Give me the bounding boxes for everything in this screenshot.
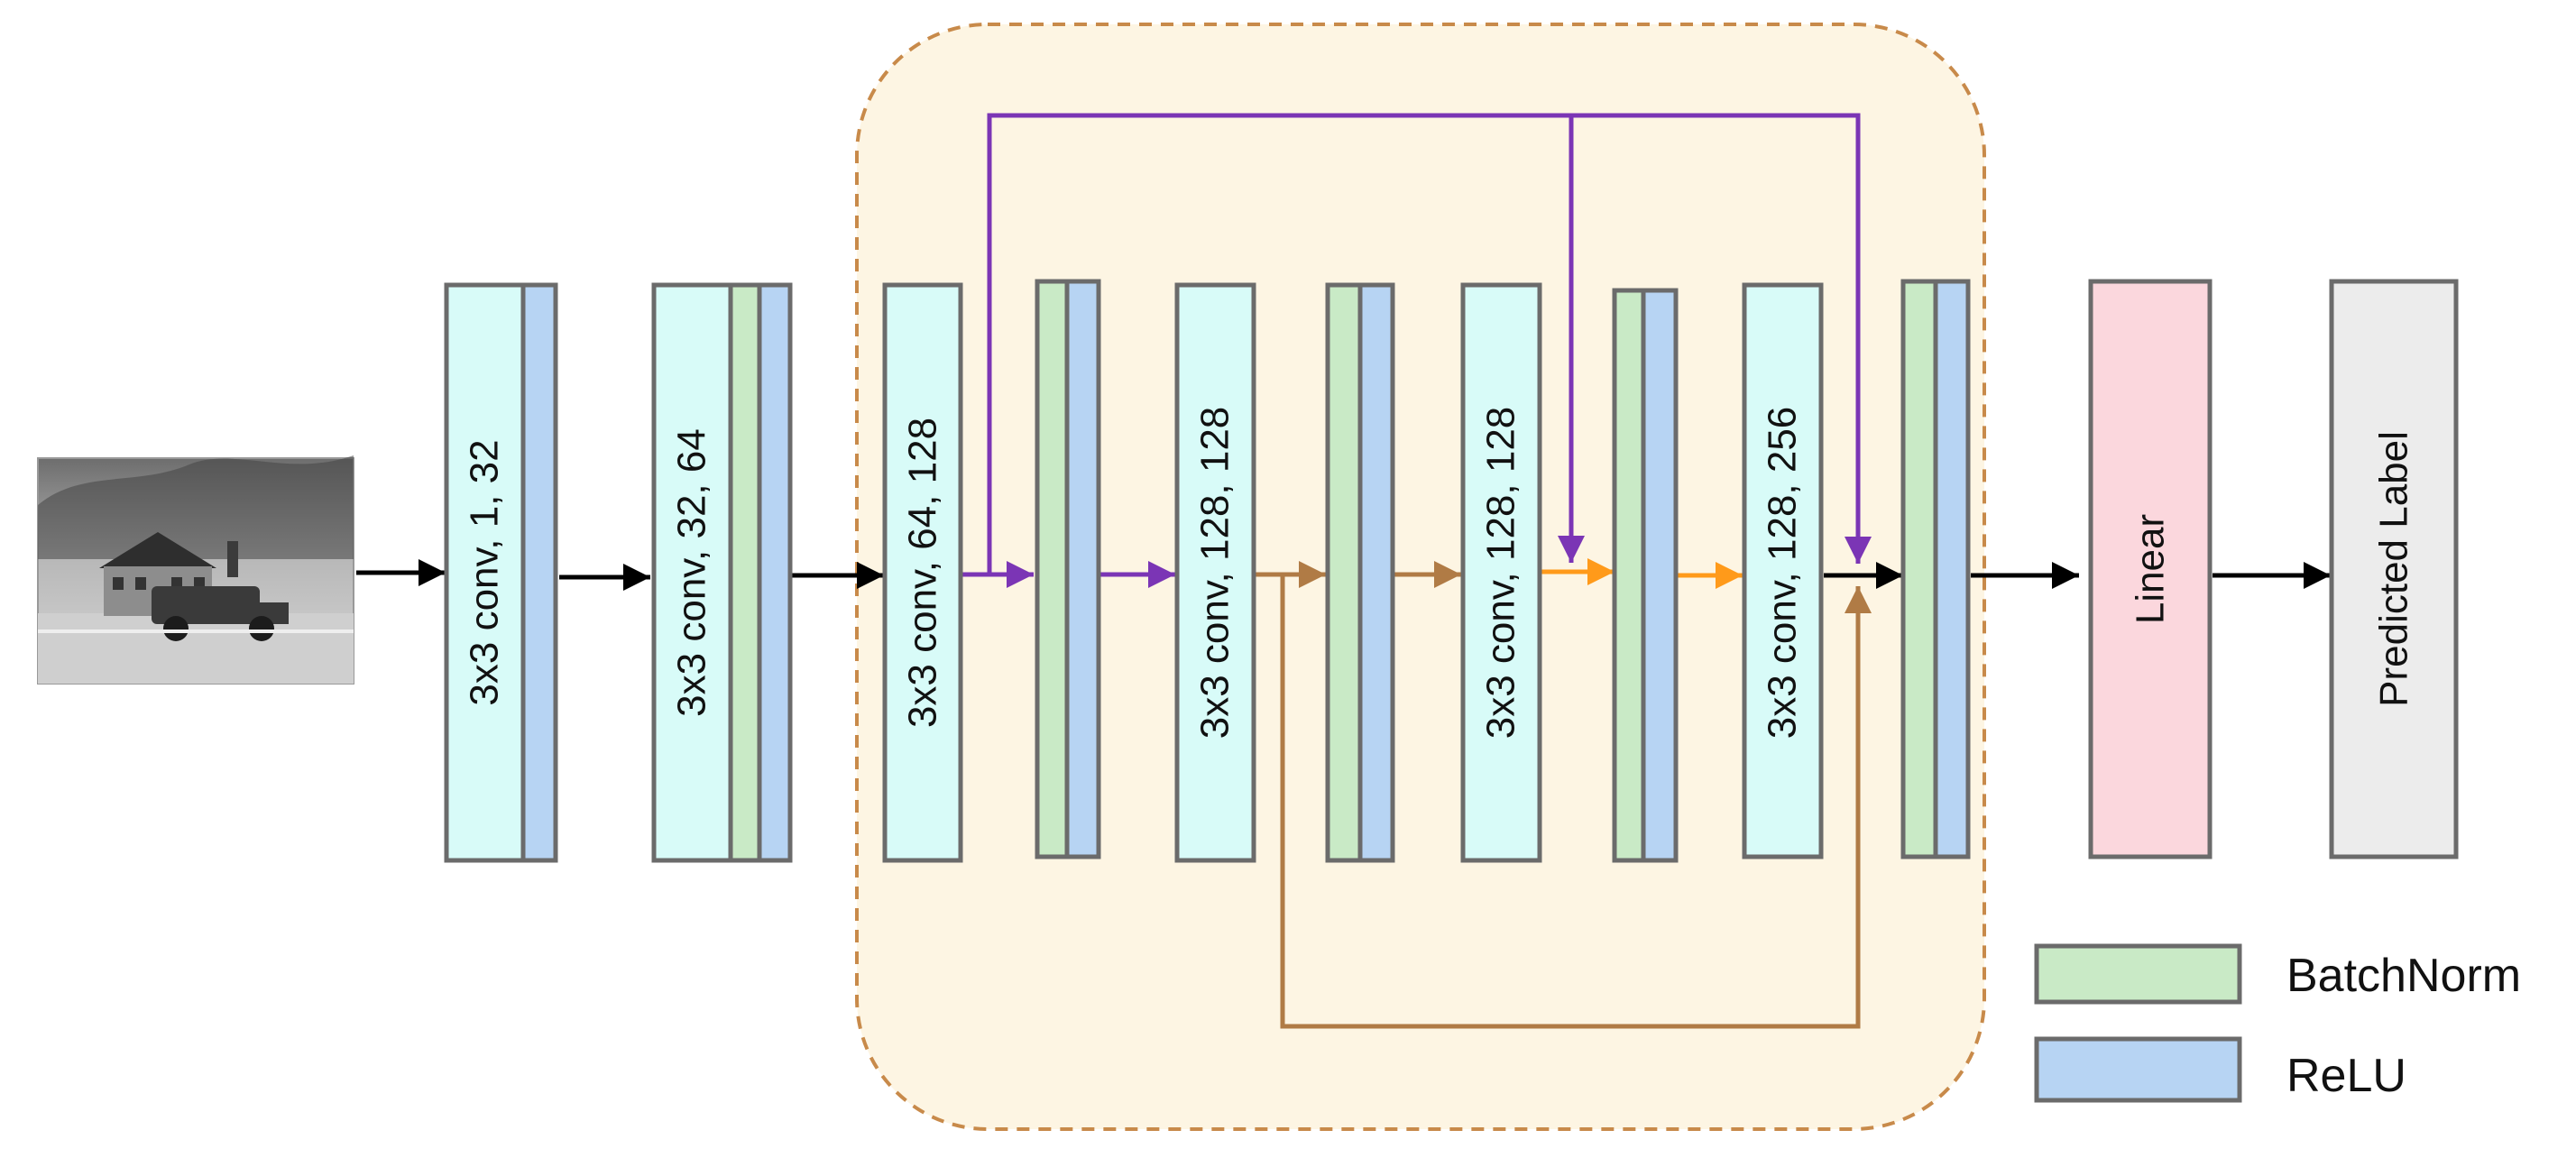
conv6-block — [1742, 282, 1824, 859]
relu2-block — [757, 282, 793, 863]
conv2-block — [651, 282, 733, 863]
relu4-block — [1357, 282, 1395, 863]
input-image — [37, 455, 354, 685]
linear-label: Linear — [2129, 514, 2173, 624]
relu3-block — [1064, 279, 1101, 859]
bn5-block — [1612, 288, 1646, 863]
conv4-label: 3x3 conv, 128, 128 — [1193, 407, 1237, 740]
conv1-label: 3x3 conv, 1, 32 — [463, 439, 507, 705]
relu6-block — [1933, 279, 1971, 859]
legend: BatchNorm ReLU — [2034, 943, 2521, 1103]
bn3-block — [1035, 279, 1070, 859]
bn2-block — [728, 282, 762, 863]
legend-relu-label: ReLU — [2286, 1050, 2406, 1102]
relu1-block — [520, 282, 558, 863]
relu5-block — [1641, 288, 1679, 863]
predicted-label-block — [2329, 279, 2459, 859]
conv4-block — [1174, 282, 1256, 863]
orange-arrows — [1541, 558, 1743, 589]
conv5-block — [1460, 282, 1542, 863]
conv1-block — [444, 282, 526, 863]
conv6-label: 3x3 conv, 128, 256 — [1761, 407, 1805, 740]
conv3-block — [882, 282, 963, 863]
conv5-label: 3x3 conv, 128, 128 — [1479, 407, 1523, 740]
legend-relu-swatch — [2034, 1036, 2242, 1103]
legend-batchnorm-label: BatchNorm — [2286, 950, 2521, 1002]
linear-block — [2088, 279, 2213, 859]
bn4-block — [1325, 282, 1363, 863]
conv3-label: 3x3 conv, 64, 128 — [901, 418, 945, 728]
legend-batchnorm-swatch — [2034, 943, 2242, 1005]
bn6-block — [1900, 279, 1938, 859]
predicted-label-text: Predicted Label — [2372, 431, 2416, 707]
brown-skip-connection — [1254, 561, 1872, 1029]
conv2-label: 3x3 conv, 32, 64 — [670, 428, 714, 717]
